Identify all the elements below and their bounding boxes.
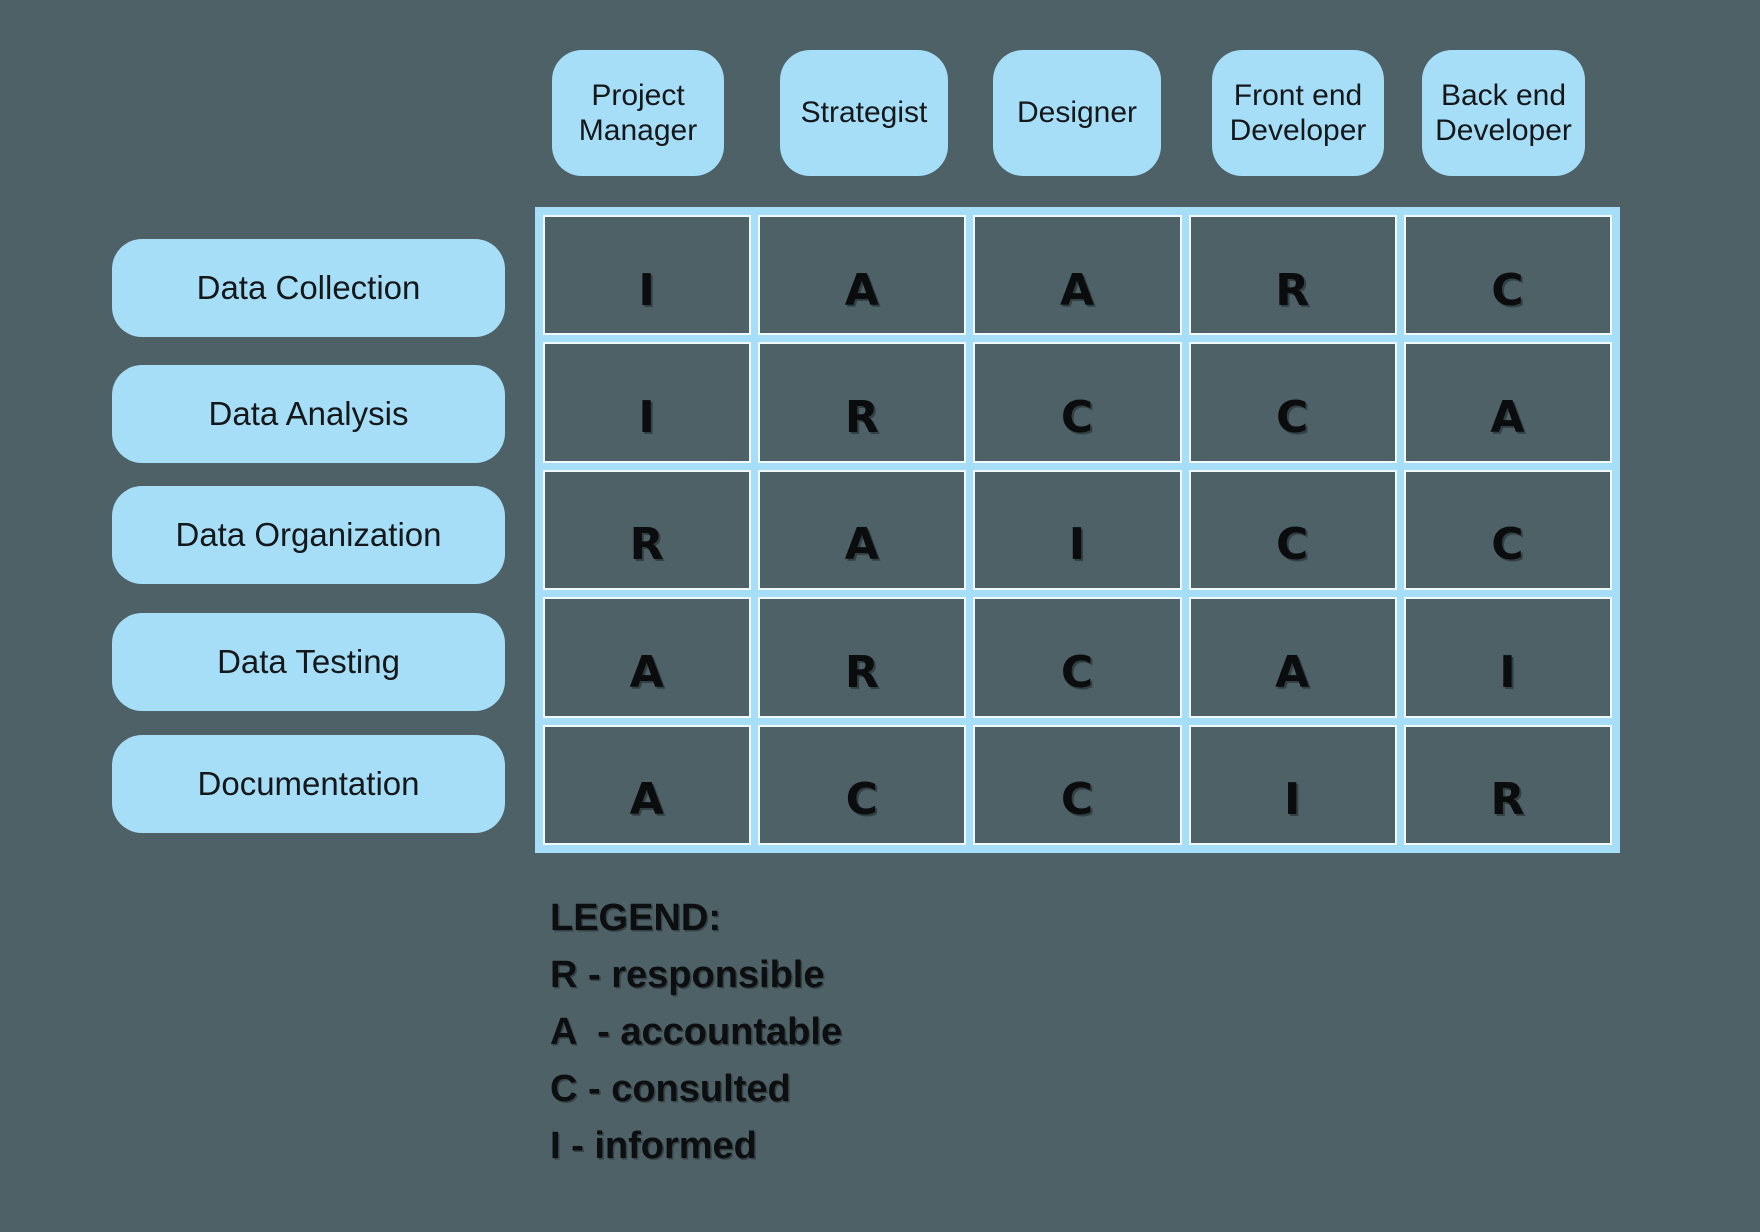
cell-data-organization-project-manager: R <box>543 469 752 591</box>
legend-item-informed: I - informed <box>550 1125 757 1167</box>
cell-data-analysis-back-end-developer: A <box>1403 342 1612 463</box>
row-label-data-analysis: Data Analysis <box>112 365 505 463</box>
cell-documentation-project-manager: A <box>543 724 752 845</box>
column-header-label: Designer <box>1016 96 1138 130</box>
cell-data-collection-front-end-developer: R <box>1188 215 1397 336</box>
cell-data-analysis-project-manager: I <box>543 342 752 463</box>
column-header-project-manager: Project Manager <box>552 50 724 176</box>
row-label-text: Data Collection <box>196 269 421 306</box>
cell-documentation-strategist: C <box>758 724 967 845</box>
cell-data-organization-designer: I <box>973 469 1182 591</box>
cell-data-collection-strategist: A <box>758 215 967 336</box>
cell-data-organization-back-end-developer: C <box>1403 469 1612 591</box>
column-header-back-end-developer: Back end Developer <box>1422 50 1585 176</box>
row-label-text: Data Organization <box>175 516 442 553</box>
cell-data-testing-front-end-developer: A <box>1188 597 1397 718</box>
row-label-data-organization: Data Organization <box>112 486 505 584</box>
column-header-label: Project Manager <box>578 78 698 147</box>
cell-data-collection-back-end-developer: C <box>1403 215 1612 336</box>
raci-grid: I A A R C I R C C A R A I C C A R C A I … <box>535 207 1620 853</box>
cell-data-analysis-designer: C <box>973 342 1182 463</box>
cell-documentation-designer: C <box>973 724 1182 845</box>
column-header-front-end-developer: Front end Developer <box>1212 50 1384 176</box>
column-header-label: Strategist <box>800 96 928 130</box>
row-label-text: Documentation <box>197 765 420 802</box>
row-label-data-testing: Data Testing <box>112 613 505 711</box>
row-label-data-collection: Data Collection <box>112 239 505 337</box>
cell-data-analysis-strategist: R <box>758 342 967 463</box>
cell-data-testing-back-end-developer: I <box>1403 597 1612 718</box>
cell-data-analysis-front-end-developer: C <box>1188 342 1397 463</box>
cell-data-organization-front-end-developer: C <box>1188 469 1397 591</box>
row-label-text: Data Analysis <box>208 395 409 432</box>
cell-data-testing-project-manager: A <box>543 597 752 718</box>
legend-item-accountable: A - accountable <box>550 1011 843 1053</box>
cell-data-testing-designer: C <box>973 597 1182 718</box>
cell-data-collection-designer: A <box>973 215 1182 336</box>
column-header-label: Front end Developer <box>1229 78 1367 147</box>
column-header-label: Back end Developer <box>1435 78 1572 147</box>
row-label-text: Data Testing <box>217 643 400 680</box>
column-header-strategist: Strategist <box>780 50 948 176</box>
cell-data-collection-project-manager: I <box>543 215 752 336</box>
cell-data-testing-strategist: R <box>758 597 967 718</box>
cell-documentation-front-end-developer: I <box>1188 724 1397 845</box>
legend-item-consulted: C - consulted <box>550 1068 791 1110</box>
legend: LEGEND: R - responsible A - accountable … <box>550 890 842 1175</box>
column-header-designer: Designer <box>993 50 1161 176</box>
legend-item-responsible: R - responsible <box>550 954 825 996</box>
legend-title: LEGEND: <box>550 897 721 939</box>
cell-data-organization-strategist: A <box>758 469 967 591</box>
cell-documentation-back-end-developer: R <box>1403 724 1612 845</box>
row-label-documentation: Documentation <box>112 735 505 833</box>
